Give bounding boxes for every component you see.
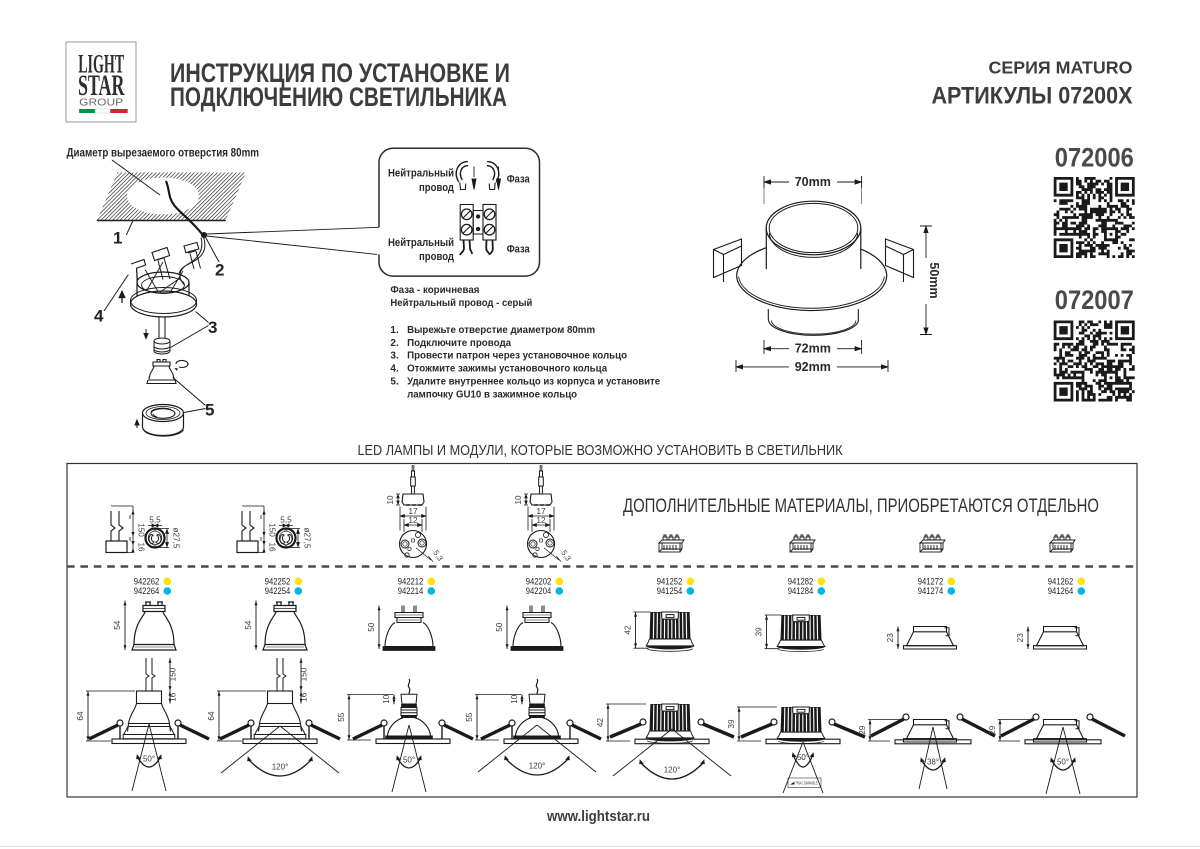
svg-text:39: 39 xyxy=(727,719,736,729)
svg-text:Диаметр вырезаемого отверстия: Диаметр вырезаемого отверстия 80mm xyxy=(67,145,260,159)
svg-text:54: 54 xyxy=(244,620,253,630)
svg-text:Провести патрон через установо: Провести патрон через установочное кольц… xyxy=(407,351,627,362)
svg-text:TRIAC DIMMABLE: TRIAC DIMMABLE xyxy=(796,781,818,786)
svg-text:941254: 941254 xyxy=(657,586,683,597)
svg-text:5.: 5. xyxy=(390,377,399,388)
svg-text:Нейтральный: Нейтральный xyxy=(388,237,454,249)
svg-text:Отожмите зажимы установочного: Отожмите зажимы установочного кольца xyxy=(407,364,607,375)
svg-text:3.: 3. xyxy=(390,351,399,362)
svg-text:942212: 942212 xyxy=(398,577,424,588)
svg-text:16: 16 xyxy=(300,692,309,702)
svg-text:072006: 072006 xyxy=(1055,142,1134,172)
svg-text:50mm: 50mm xyxy=(927,262,941,298)
svg-text:120°: 120° xyxy=(664,766,681,775)
svg-text:50°: 50° xyxy=(403,755,415,764)
svg-text:29: 29 xyxy=(858,725,867,735)
svg-text:42: 42 xyxy=(624,625,633,635)
svg-text:941274: 941274 xyxy=(918,586,944,597)
svg-text:54: 54 xyxy=(113,620,122,630)
svg-text:38°: 38° xyxy=(927,757,939,766)
svg-text:23: 23 xyxy=(1016,633,1025,643)
svg-text:64: 64 xyxy=(207,711,216,721)
svg-text:942202: 942202 xyxy=(526,577,552,588)
svg-text:4: 4 xyxy=(94,307,104,326)
svg-text:Подключите провода: Подключите провода xyxy=(407,338,511,349)
svg-text:1.: 1. xyxy=(390,325,399,336)
svg-text:941272: 941272 xyxy=(918,577,944,588)
svg-text:Вырежьте отверстие диаметром 8: Вырежьте отверстие диаметром 80mm xyxy=(407,325,595,336)
svg-text:СЕРИЯ MATURO: СЕРИЯ MATURO xyxy=(989,58,1133,78)
svg-text:Нейтральный провод - серый: Нейтральный провод - серый xyxy=(390,298,532,309)
svg-text:Нейтральный: Нейтральный xyxy=(388,168,454,180)
svg-text:ИНСТРУКЦИЯ ПО УСТАНОВКЕ И: ИНСТРУКЦИЯ ПО УСТАНОВКЕ И xyxy=(170,58,510,88)
svg-text:942262: 942262 xyxy=(134,577,160,588)
svg-text:лампочку GU10 в зажимное кольц: лампочку GU10 в зажимное кольцо xyxy=(407,389,577,400)
svg-text:10: 10 xyxy=(382,694,391,704)
svg-text:942264: 942264 xyxy=(134,586,160,597)
svg-text:Фаза - коричневая: Фаза - коричневая xyxy=(390,285,479,296)
svg-text:16: 16 xyxy=(169,692,178,702)
svg-text:LED ЛАМПЫ И МОДУЛИ, КОТОРЫЕ ВО: LED ЛАМПЫ И МОДУЛИ, КОТОРЫЕ ВОЗМОЖНО УСТ… xyxy=(358,442,843,459)
svg-text:провод: провод xyxy=(419,251,454,263)
svg-text:942204: 942204 xyxy=(526,586,552,597)
svg-text:072007: 072007 xyxy=(1055,285,1134,315)
svg-text:АРТИКУЛЫ 07200X: АРТИКУЛЫ 07200X xyxy=(932,83,1133,110)
svg-text:10: 10 xyxy=(510,694,519,704)
svg-text:Фаза: Фаза xyxy=(507,243,531,255)
svg-text:941284: 941284 xyxy=(788,586,814,597)
svg-text:942252: 942252 xyxy=(265,577,291,588)
svg-text:ДОПОЛНИТЕЛЬНЫЕ МАТЕРИАЛЫ, ПРИО: ДОПОЛНИТЕЛЬНЫЕ МАТЕРИАЛЫ, ПРИОБРЕТАЮТСЯ … xyxy=(623,496,1099,517)
svg-text:941264: 941264 xyxy=(1048,586,1074,597)
svg-text:150: 150 xyxy=(169,667,178,681)
svg-text:942214: 942214 xyxy=(398,586,424,597)
svg-text:70mm: 70mm xyxy=(795,175,831,189)
svg-text:3: 3 xyxy=(208,318,217,337)
svg-text:1: 1 xyxy=(113,229,122,248)
svg-text:Фаза: Фаза xyxy=(507,174,531,186)
svg-text:55: 55 xyxy=(337,712,346,722)
svg-text:5: 5 xyxy=(205,401,214,420)
svg-text:64: 64 xyxy=(76,711,85,721)
svg-text:23: 23 xyxy=(886,633,895,643)
svg-text:120°: 120° xyxy=(272,763,289,772)
svg-text:провод: провод xyxy=(419,182,454,194)
svg-text:39: 39 xyxy=(755,627,764,637)
svg-text:GROUP: GROUP xyxy=(79,97,123,109)
svg-text:50°: 50° xyxy=(1057,757,1069,766)
svg-text:941262: 941262 xyxy=(1048,577,1074,588)
svg-text:LIGHT: LIGHT xyxy=(78,50,124,79)
svg-text:50°: 50° xyxy=(797,753,809,762)
svg-text:2: 2 xyxy=(215,261,224,280)
svg-text:120°: 120° xyxy=(529,762,546,771)
svg-text:29: 29 xyxy=(988,725,997,735)
svg-text:941252: 941252 xyxy=(657,577,683,588)
svg-text:ПОДКЛЮЧЕНИЮ СВЕТИЛЬНИКА: ПОДКЛЮЧЕНИЮ СВЕТИЛЬНИКА xyxy=(170,82,507,112)
svg-text:55: 55 xyxy=(465,712,474,722)
svg-text:2.: 2. xyxy=(390,338,399,349)
svg-text:Удалите внутреннее кольцо из к: Удалите внутреннее кольцо из корпуса и у… xyxy=(407,377,660,388)
svg-text:92mm: 92mm xyxy=(795,360,831,374)
svg-text:942254: 942254 xyxy=(265,586,291,597)
svg-text:50: 50 xyxy=(367,622,376,632)
svg-text:4.: 4. xyxy=(390,364,399,375)
svg-text:42: 42 xyxy=(596,718,605,728)
svg-text:www.lightstar.ru: www.lightstar.ru xyxy=(546,809,650,825)
svg-text:STAR: STAR xyxy=(78,69,125,102)
svg-text:72mm: 72mm xyxy=(795,342,831,356)
svg-text:941282: 941282 xyxy=(788,577,814,588)
svg-text:50°: 50° xyxy=(143,754,155,763)
svg-text:150: 150 xyxy=(300,667,309,681)
svg-text:50: 50 xyxy=(495,622,504,632)
